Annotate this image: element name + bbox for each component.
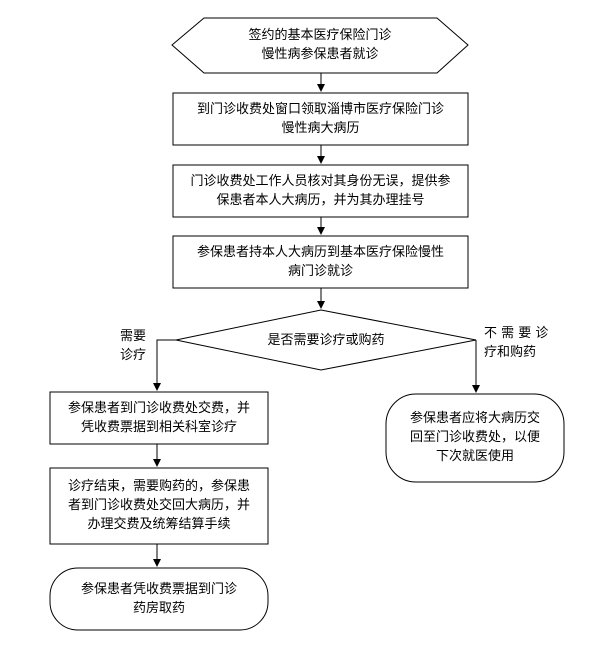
- left-end-terminator: [49, 567, 269, 631]
- step3-line-2: 病门诊就诊: [287, 264, 353, 279]
- step2-line-1: 门诊收费处工作人员核对其身份无误，提供参: [190, 174, 451, 189]
- left1-line-2: 凭收费票据到相关科室诊疗: [80, 420, 237, 435]
- step3-label: 参保患者持本人大病历到基本医疗保险慢性 病门诊就诊: [173, 243, 468, 281]
- no-line-2: 疗和购药: [484, 345, 537, 360]
- yes-line-2: 诊疗: [119, 348, 146, 363]
- yes-branch-label: 需要 诊疗: [108, 327, 158, 365]
- right-end-line-2: 回至门诊收费处，以便: [409, 430, 540, 445]
- left2-line-2: 者到门诊收费处交回大病历，并: [67, 498, 250, 513]
- left1-box: [49, 391, 269, 445]
- step1-box: [172, 92, 469, 146]
- no-branch-label: 不 需 要 诊 疗和购药: [484, 324, 564, 362]
- arrow-decision-to-left1: [153, 339, 176, 391]
- left2-label: 诊疗结束，需要购药的，参保患 者到门诊收费处交回大病历，并 办理交费及统筹结算手…: [50, 477, 268, 534]
- left1-label: 参保患者到门诊收费处交费，并 凭收费票据到相关科室诊疗: [50, 399, 268, 437]
- left2-line-3: 办理交费及统筹结算手续: [87, 517, 231, 532]
- start-label: 签约的基本医疗保险门诊 慢性病参保患者就诊: [172, 26, 468, 64]
- right-end-line-1: 参保患者应将大病历交: [409, 411, 540, 426]
- step3-box: [172, 235, 469, 289]
- left2-line-1: 诊疗结束，需要购药的，参保患: [67, 479, 250, 494]
- decision-line-1: 是否需要诊疗或购药: [267, 333, 385, 348]
- start-line-2: 慢性病参保患者就诊: [261, 47, 379, 62]
- left1-line-1: 参保患者到门诊收费处交费，并: [67, 401, 250, 416]
- step3-line-1: 参保患者持本人大病历到基本医疗保险慢性: [196, 245, 444, 260]
- right-end-label: 参保患者应将大病历交 回至门诊收费处，以便 下次就医使用: [386, 409, 564, 466]
- left-end-label: 参保患者凭收费票据到门诊 药房取药: [50, 580, 268, 618]
- right-end-line-3: 下次就医使用: [435, 449, 514, 464]
- step2-label: 门诊收费处工作人员核对其身份无误，提供参 保患者本人大病历，并为其办理挂号: [173, 172, 468, 210]
- left-end-line-1: 参保患者凭收费票据到门诊: [80, 582, 237, 597]
- right-end-terminator: [385, 393, 565, 483]
- start-hexagon: [171, 17, 469, 74]
- yes-line-1: 需要: [119, 329, 146, 344]
- step1-line-1: 到门诊收费处窗口领取淄博市医疗保险门诊: [196, 102, 444, 117]
- step1-line-2: 慢性病大病历: [281, 121, 360, 136]
- step1-label: 到门诊收费处窗口领取淄博市医疗保险门诊 慢性病大病历: [173, 100, 468, 138]
- no-line-1: 不 需 要 诊: [484, 326, 549, 341]
- decision-label: 是否需要诊疗或购药: [176, 331, 476, 350]
- step2-line-2: 保患者本人大病历，并为其办理挂号: [216, 193, 425, 208]
- start-line-1: 签约的基本医疗保险门诊: [248, 28, 392, 43]
- left2-box: [49, 467, 269, 545]
- left-end-line-2: 药房取药: [132, 601, 185, 616]
- step2-box: [172, 164, 469, 218]
